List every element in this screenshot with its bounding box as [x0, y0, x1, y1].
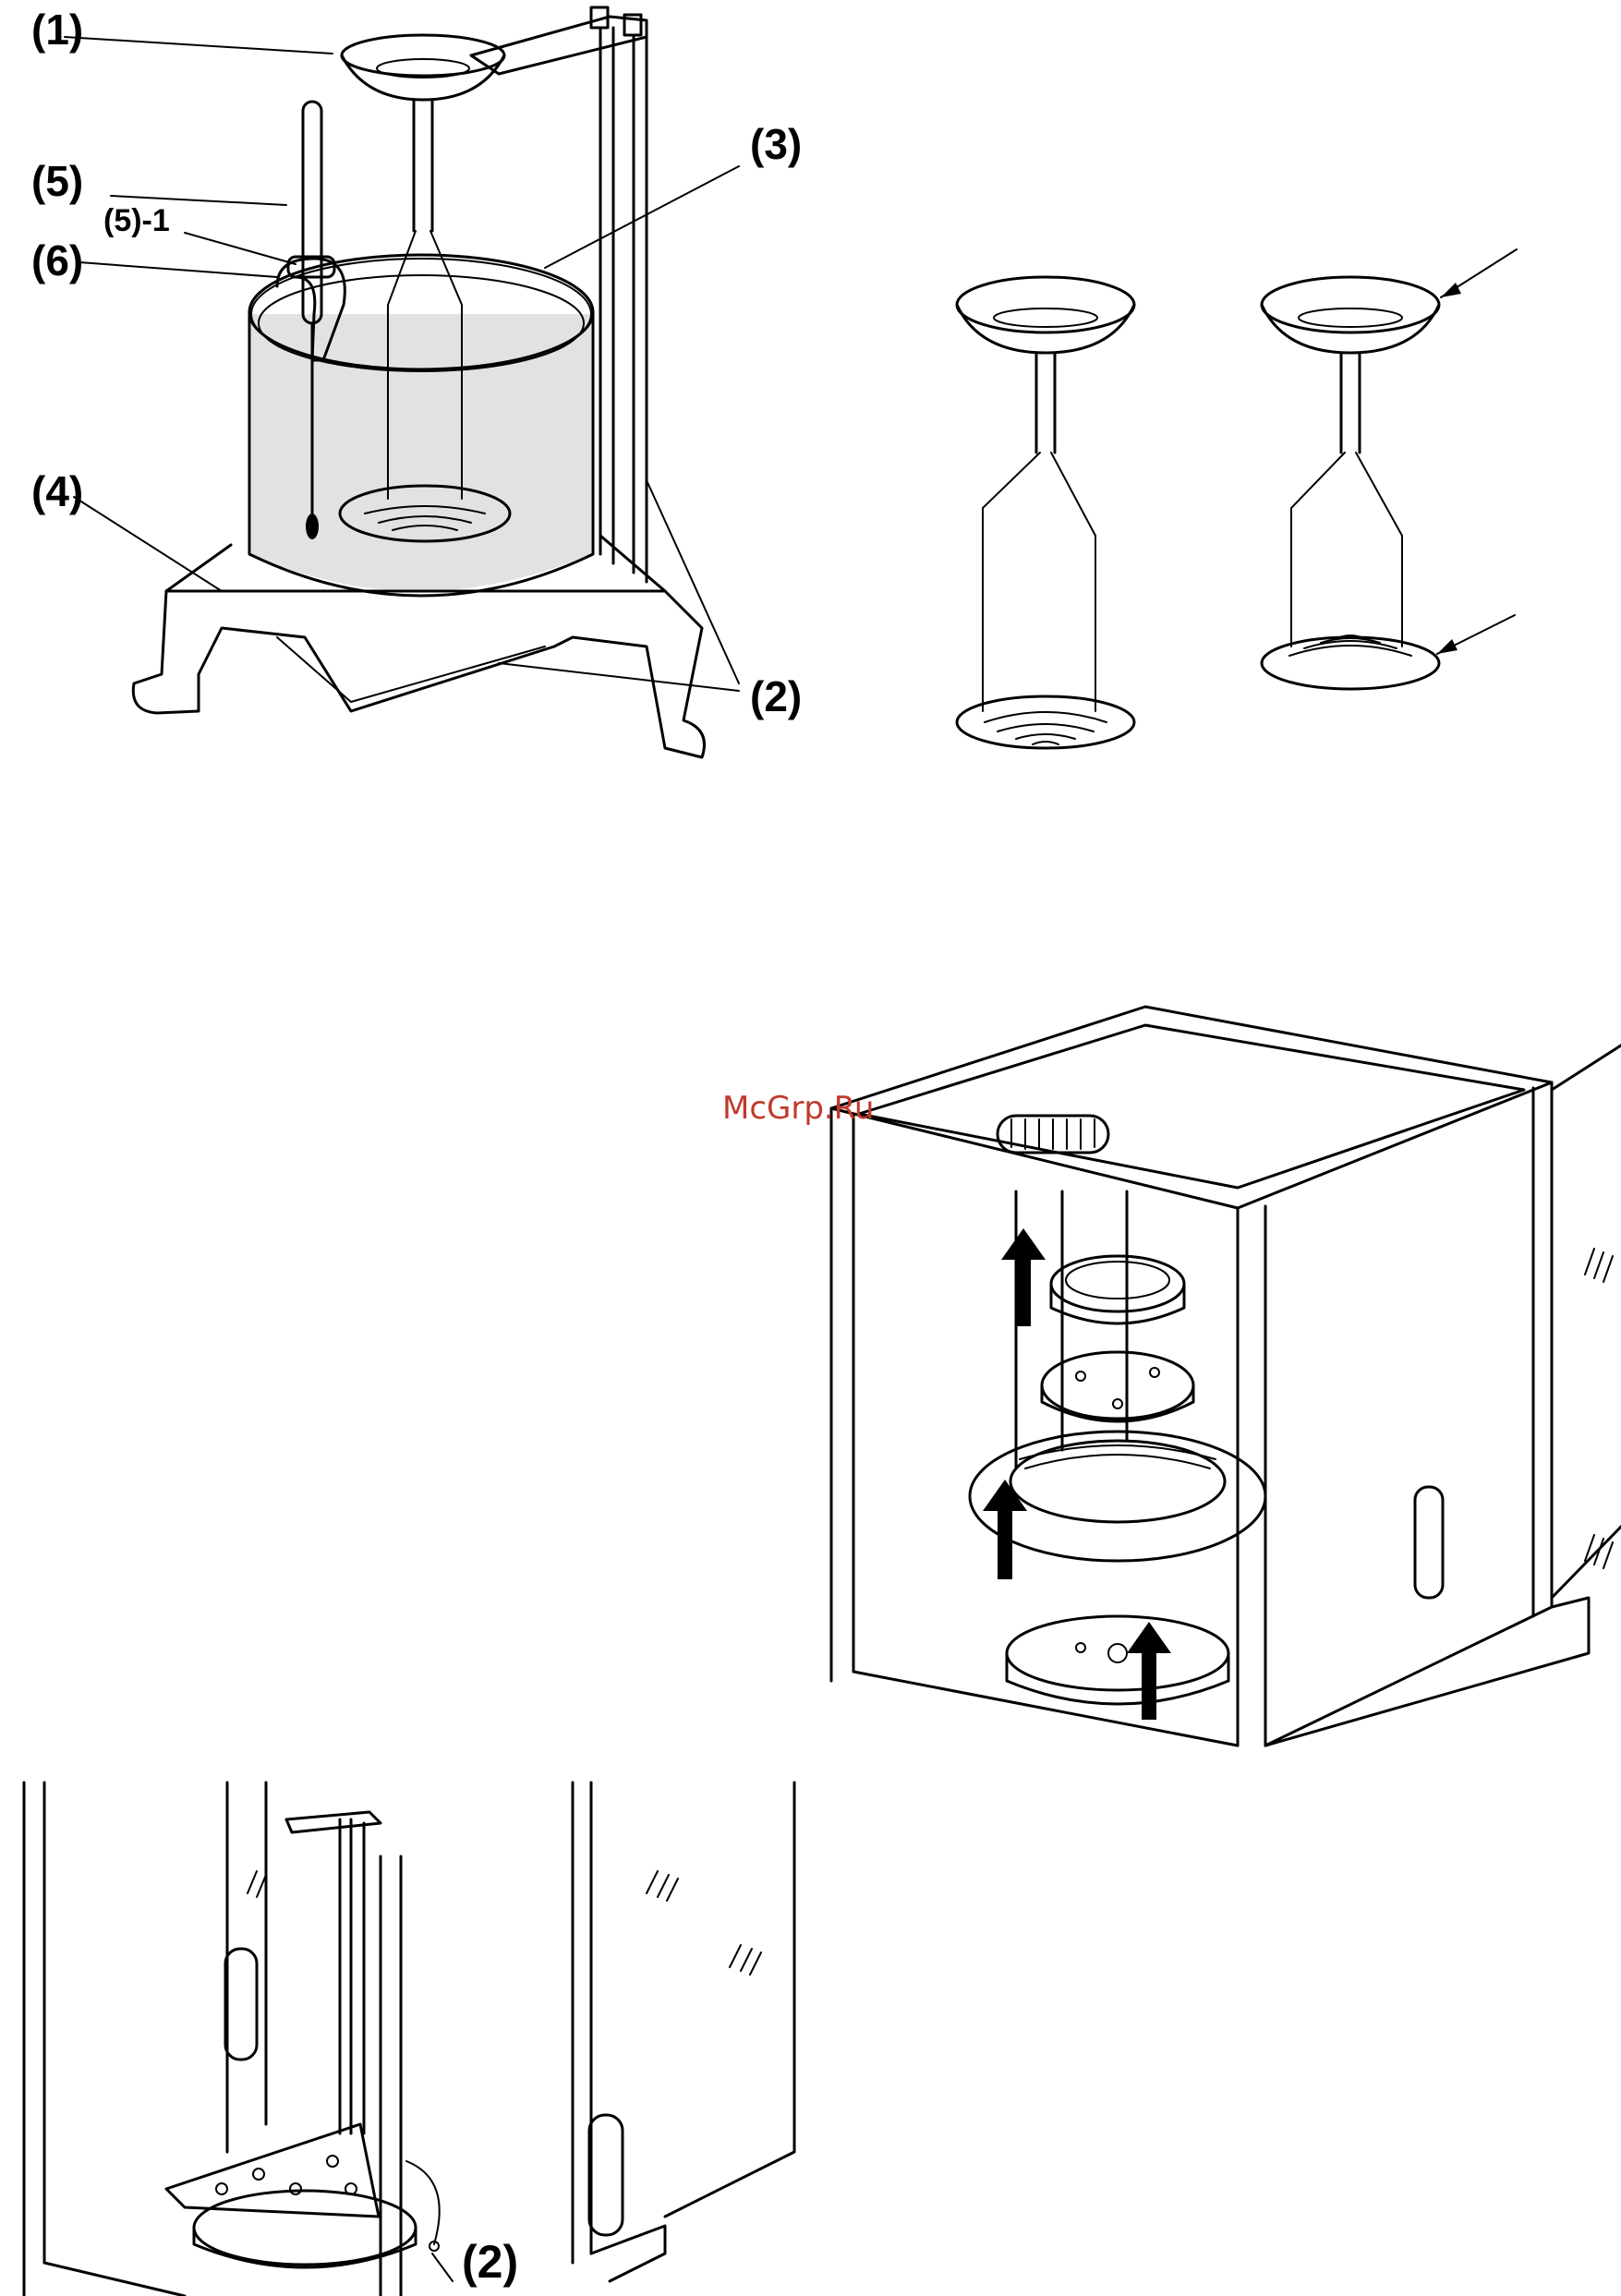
stand-wire — [406, 2161, 440, 2244]
label-3: (3) — [750, 120, 802, 168]
apparatus-figure: (1) (5) (5)-1 (6) (3) (4) (2) — [0, 0, 831, 776]
support-posts — [340, 1819, 364, 2133]
watermark: McGrp.Ru — [722, 1090, 944, 1130]
arrow-up-1 — [1001, 1228, 1046, 1326]
front-post — [381, 1856, 401, 2296]
chamber-top-inner — [859, 1025, 1524, 1188]
top-vent-lines — [1011, 1119, 1095, 1149]
apparatus-drawing: (1) (5) (5)-1 (6) (3) (4) (2) — [0, 0, 831, 776]
hanger-rod — [414, 100, 432, 231]
leader-basket-arrowhead — [1437, 639, 1458, 654]
right-post — [1533, 1082, 1552, 1616]
front-post — [1238, 1206, 1265, 1746]
chamber-base-figure: (2) — [18, 1782, 813, 2296]
pan-assembly-right — [1262, 277, 1439, 689]
pan-rim — [342, 35, 504, 76]
leader-6 — [79, 262, 277, 277]
left-wall — [24, 1782, 44, 2296]
pan-variants-drawing — [924, 240, 1570, 767]
leader-1 — [65, 37, 333, 54]
right-door — [573, 1782, 794, 2263]
stand-legs — [133, 591, 704, 757]
leader-4 — [74, 497, 222, 591]
inner-shield — [1016, 1191, 1127, 1468]
left-post — [831, 1108, 853, 1681]
pan-variants-figure — [924, 240, 1570, 767]
rear-post — [227, 1782, 266, 2152]
rear-glass-marks — [248, 1871, 266, 1897]
thermometer-bulb — [306, 514, 319, 539]
leader-pan-arrowhead — [1441, 283, 1461, 297]
leader-2 — [432, 2254, 453, 2281]
support-bar — [286, 1812, 381, 1832]
label-4: (4) — [31, 467, 83, 515]
label-5-1: (5)-1 — [103, 203, 170, 238]
label-6: (6) — [31, 236, 83, 284]
label-5: (5) — [31, 157, 83, 205]
base-plate — [1007, 1616, 1228, 1690]
base-disk — [194, 2191, 416, 2265]
leader-2-stand — [499, 663, 739, 691]
pan-plate-side — [1042, 1385, 1193, 1421]
pan-assembly-left — [957, 277, 1134, 748]
upper-ring — [1051, 1256, 1184, 1311]
upper-ring-inner — [1066, 1262, 1169, 1299]
arrow-up-3 — [1127, 1622, 1171, 1720]
label-2: (2) — [462, 2236, 518, 2288]
chamber-base-drawing: (2) — [18, 1782, 813, 2296]
door-glass-marks — [1585, 1249, 1613, 1568]
leader-5-1 — [185, 233, 296, 264]
rear-handle — [225, 1949, 257, 2060]
label-1: (1) — [31, 6, 83, 54]
side-door — [1552, 1044, 1621, 1598]
label-2: (2) — [750, 672, 802, 720]
chamber-floor — [853, 1598, 1589, 1746]
leader-2-post — [647, 480, 739, 683]
right-glass-marks — [647, 1871, 761, 1975]
stand-plate — [166, 2124, 379, 2217]
base-disk-side — [194, 2228, 416, 2267]
leader-3 — [545, 166, 739, 268]
door-handle — [1415, 1487, 1443, 1598]
right-handle — [589, 2115, 623, 2235]
